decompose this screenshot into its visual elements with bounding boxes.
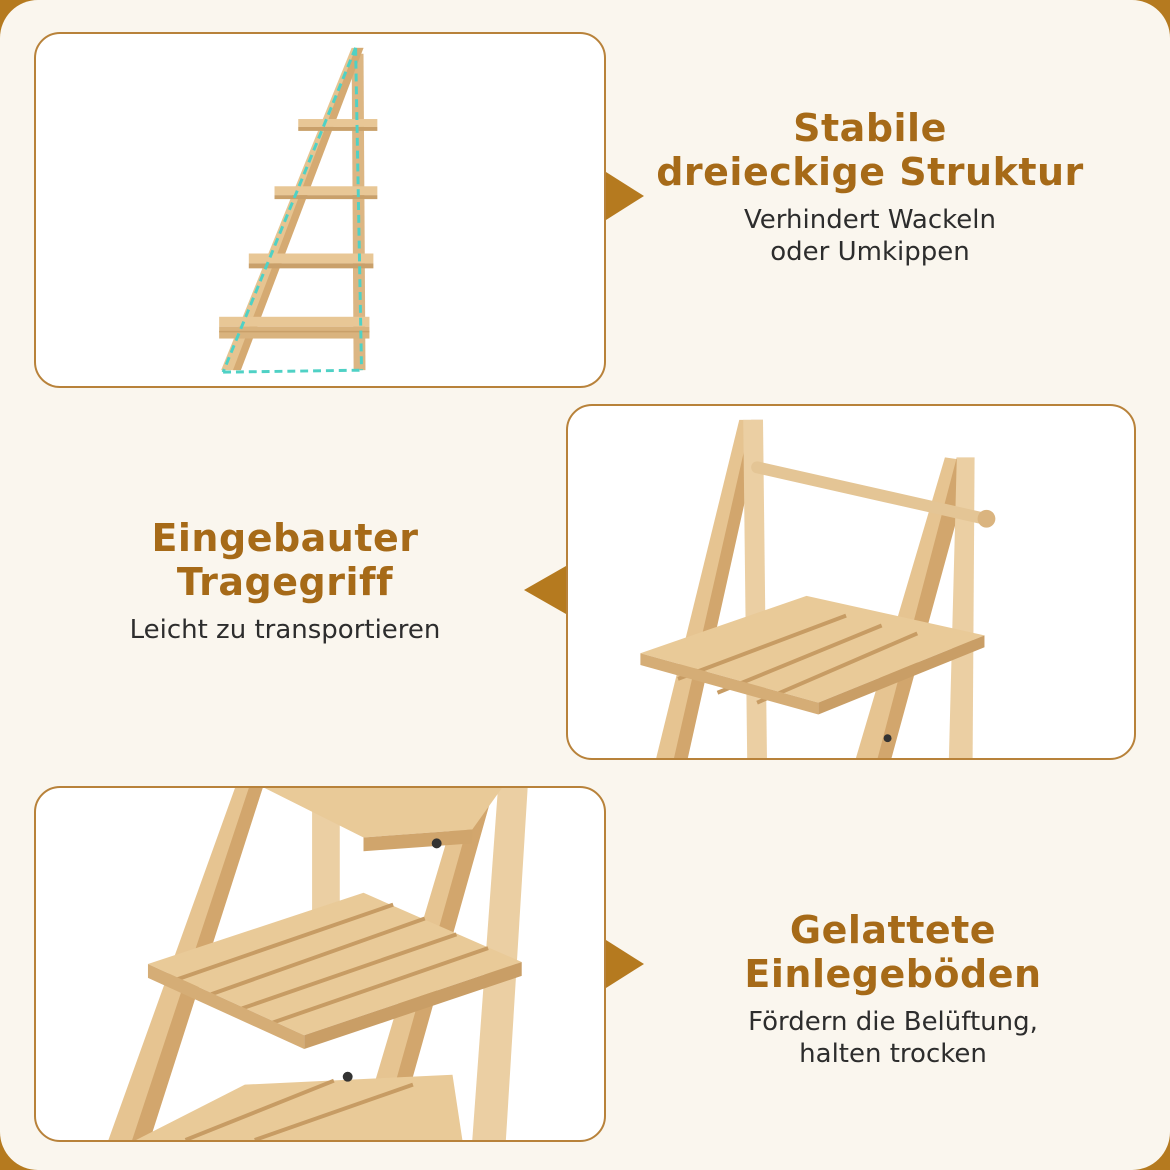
feature-description: Fördern die Belüftung, halten trocken	[660, 1006, 1126, 1070]
feature-description: Verhindert Wackeln oder Umkippen	[630, 204, 1110, 268]
feature-title-line-1: Eingebauter	[151, 516, 419, 560]
feature-description-line-2: halten trocken	[799, 1039, 987, 1069]
feature-title-line-1: Gelattete	[789, 908, 997, 952]
product-image-carry-handle	[566, 404, 1136, 760]
feature-triangle-structure: Stabile dreieckige Struktur Verhindert W…	[630, 106, 1110, 268]
feature-title-line-1: Stabile	[793, 106, 947, 150]
slatted-shelves-icon	[108, 788, 528, 1140]
feature-title-line-2: dreieckige Struktur	[656, 150, 1084, 194]
feature-description: Leicht zu transportieren	[60, 614, 510, 646]
feature-title-line-2: Tragegriff	[176, 560, 394, 604]
feature-description-line-1: Leicht zu transportieren	[129, 615, 441, 645]
feature-carry-handle: Eingebauter Tragegriff Leicht zu transpo…	[60, 516, 510, 646]
feature-description-line-1: Fördern die Belüftung,	[748, 1007, 1038, 1037]
feature-description-line-1: Verhindert Wackeln	[744, 205, 996, 235]
feature-title-line-2: Einlegeböden	[744, 952, 1042, 996]
feature-title: Stabile dreieckige Struktur	[630, 106, 1110, 194]
feature-slatted-shelves: Gelattete Einlegeböden Fördern die Belüf…	[660, 908, 1126, 1070]
carry-handle-icon	[640, 419, 996, 758]
feature-title: Gelattete Einlegeböden	[660, 908, 1126, 996]
pointer-arrow-1	[606, 172, 644, 220]
ladder-shelf-icon	[219, 47, 378, 374]
feature-description-line-2: oder Umkippen	[770, 237, 970, 267]
product-image-slatted-shelves	[34, 786, 606, 1142]
pointer-arrow-3	[606, 940, 644, 988]
pointer-arrow-2	[524, 566, 566, 614]
feature-title: Eingebauter Tragegriff	[60, 516, 510, 604]
product-image-triangle-structure	[34, 32, 606, 388]
